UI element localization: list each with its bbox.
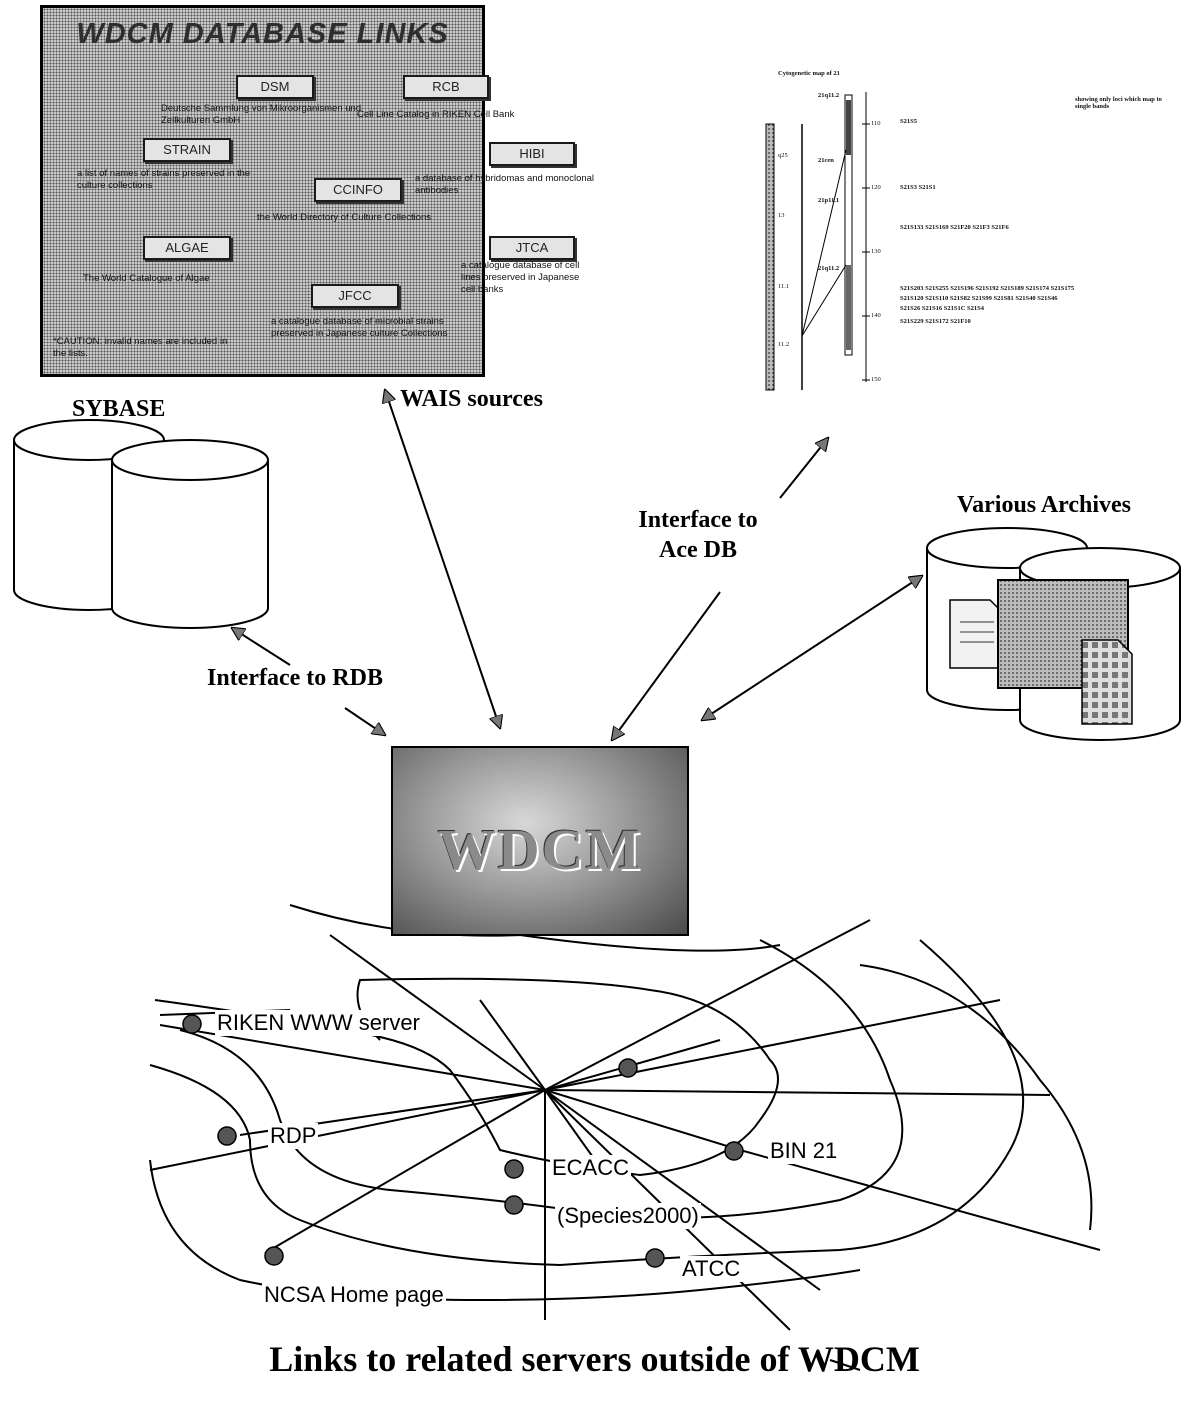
- wdcm-logo: WDCM: [437, 817, 643, 882]
- atcc-label[interactable]: ATCC: [680, 1256, 743, 1282]
- wais-arrow: [385, 390, 500, 728]
- bin21-server-dot: [724, 1141, 744, 1161]
- caution-note: *CAUTION: invalid names are included in …: [53, 336, 228, 359]
- jtca-button[interactable]: JTCA: [489, 236, 575, 260]
- jtca-description: a catalogue database of cell lines prese…: [461, 260, 580, 295]
- scale-130: 130: [871, 248, 881, 255]
- atcc-server-dot: [645, 1248, 665, 1268]
- cyto-title: Cytogenetic map of 21: [778, 70, 840, 77]
- rcb-description: Cell Line Catalog in RIKEN Cell Bank: [357, 109, 515, 120]
- ncsa-server-dot: [264, 1246, 284, 1266]
- ecacc-label[interactable]: ECACC: [550, 1155, 632, 1181]
- rdp-server-dot: [217, 1126, 237, 1146]
- cyto-note: showing only loci which map to single ba…: [1075, 96, 1162, 110]
- acedb-up-arrow: [779, 438, 828, 499]
- species2000-server-dot: [504, 1195, 524, 1215]
- band-label-4: 21q11.2: [818, 265, 840, 272]
- band-label-2: 21cen: [818, 157, 834, 164]
- panel-title: WDCM DATABASE LINKS: [76, 18, 449, 50]
- rdp-label[interactable]: RDP: [268, 1123, 319, 1149]
- loci-row-3: S21S133 S21S169 S21F20 S21F3 S21F6: [900, 224, 1009, 231]
- ccinfo-button[interactable]: CCINFO: [314, 178, 402, 202]
- dsm-button[interactable]: DSM: [236, 75, 314, 99]
- hibi-description: a database of hybridomas and monoclonal …: [415, 173, 595, 196]
- figure-caption: Links to related servers outside of WDCM: [269, 1339, 920, 1379]
- band-label-3: 21p11.1: [818, 197, 840, 204]
- scale-120: 120: [871, 184, 881, 191]
- sybase-database-icon: [13, 419, 269, 629]
- scale-150: 150: [871, 376, 881, 383]
- strain-button[interactable]: STRAIN: [143, 138, 231, 162]
- hibi-button[interactable]: HIBI: [489, 142, 575, 166]
- wais-sources-label: WAIS sources: [400, 386, 543, 412]
- loci-row-2: S21S3 S21S1: [900, 184, 936, 191]
- loci-row-4: S21S203 S21S255 S21S196 S21S192 S21S189 …: [900, 285, 1075, 292]
- riken-server-label[interactable]: RIKEN WWW server: [215, 1010, 422, 1036]
- species2000-label[interactable]: (Species2000): [555, 1203, 701, 1229]
- riken-server-dot: [182, 1014, 202, 1034]
- arrows: [232, 390, 922, 740]
- rcb-button[interactable]: RCB: [403, 75, 489, 99]
- rdb-arrow: [344, 707, 385, 735]
- chrom-label-2: 13: [778, 212, 785, 219]
- database-links-panel: WDCM DATABASE LINKS DSM Deutsche Sammlun…: [40, 5, 594, 377]
- scale-110: 110: [871, 120, 881, 127]
- cytogenetic-map-graphic: [765, 92, 870, 391]
- chrom-label-4: 11.2: [778, 341, 790, 348]
- jfcc-button[interactable]: JFCC: [311, 284, 399, 308]
- algae-description: The World Catalogue of Algae: [83, 273, 210, 284]
- document-icon: [949, 599, 1005, 669]
- ace-db-label: Interface to Ace DB: [638, 507, 758, 563]
- loci-row-7: S21S229 S21S172 S21F10: [900, 318, 971, 325]
- unnamed-server-dot: [618, 1058, 638, 1078]
- ecacc-server-dot: [504, 1159, 524, 1179]
- loci-row-1: S21S5: [900, 118, 917, 125]
- loci-row-6: S21S26 S21S16 S21S1C S21S4: [900, 305, 984, 312]
- various-archives-label: Various Archives: [957, 492, 1132, 518]
- archives-arrow: [702, 576, 922, 720]
- ncsa-label[interactable]: NCSA Home page: [262, 1282, 446, 1308]
- ccinfo-description: the World Directory of Culture Collectio…: [257, 212, 432, 223]
- algae-button[interactable]: ALGAE: [143, 236, 231, 260]
- strain-description: a list of names of strains preserved in …: [77, 168, 251, 191]
- jfcc-description: a catalogue database of microbial strain…: [271, 316, 448, 339]
- sybase-arrow: [232, 628, 291, 666]
- sybase-label: SYBASE: [72, 396, 166, 422]
- chrom-label-3: 11.1: [778, 283, 790, 290]
- server-dots: [182, 1014, 744, 1268]
- band-label-1: 21q11.2: [818, 92, 840, 99]
- scale-140: 140: [871, 312, 881, 319]
- interface-rdb-label: Interface to RDB: [207, 665, 383, 691]
- wdcm-logo-box[interactable]: WDCM: [391, 746, 689, 936]
- film-icon: [1081, 639, 1133, 725]
- chrom-label-1: q25: [778, 152, 788, 159]
- bin21-label[interactable]: BIN 21: [768, 1138, 840, 1164]
- dsm-description: Deutsche Sammlung von Mikroorganismen un…: [161, 103, 362, 126]
- loci-row-5: S21S120 S21S110 S21S82 S21S99 S21S81 S21…: [900, 295, 1058, 302]
